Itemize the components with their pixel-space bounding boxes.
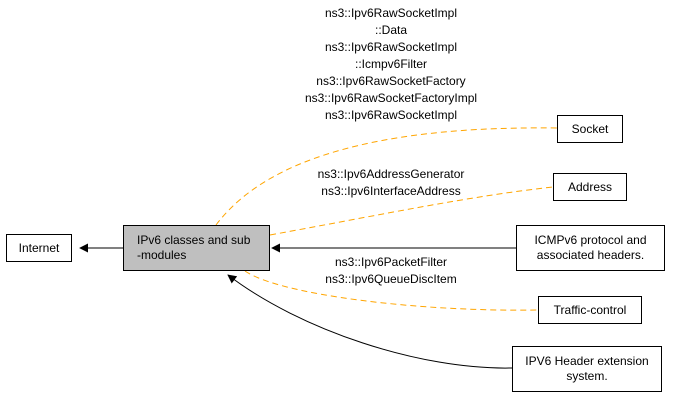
icmpv6-node[interactable]: ICMPv6 protocol and associated headers. bbox=[516, 225, 665, 271]
address-edge-label: ns3::Ipv6AddressGenerator ns3::Ipv6Inter… bbox=[318, 166, 465, 200]
socket-node[interactable]: Socket bbox=[557, 115, 623, 143]
icmpv6-label-line1: ICMPv6 protocol and bbox=[534, 233, 647, 247]
edge-ipv6ext bbox=[227, 274, 513, 369]
ipv6-classes-label-line2: -modules bbox=[137, 248, 187, 262]
address-edge-label-line: ns3::Ipv6InterfaceAddress bbox=[321, 184, 461, 198]
socket-edge-label-line: ns3::Ipv6RawSocketFactory bbox=[316, 74, 466, 88]
socket-edge-label-line: ns3::Ipv6RawSocketFactoryImpl bbox=[304, 91, 478, 105]
socket-edge-label-line: ::Data bbox=[374, 23, 408, 37]
socket-edge-label-line: ns3::Ipv6RawSocketImpl bbox=[324, 40, 458, 54]
edge-address bbox=[269, 186, 554, 236]
socket-edge-label-line: ::Icmpv6Filter bbox=[354, 57, 428, 71]
icmpv6-label-line2: associated headers. bbox=[536, 248, 645, 262]
ipv6-classes-label-line1: IPv6 classes and sub bbox=[137, 233, 251, 247]
socket-edge-label: ns3::Ipv6RawSocketImpl ::Data ns3::Ipv6R… bbox=[305, 5, 477, 124]
ipv6-extension-node[interactable]: IPV6 Header extension system. bbox=[512, 346, 662, 392]
address-node[interactable]: Address bbox=[553, 173, 627, 201]
address-label: Address bbox=[567, 179, 613, 194]
traffic-control-node[interactable]: Traffic-control bbox=[538, 296, 642, 324]
traffic-edge-label: ns3::Ipv6PacketFilter ns3::Ipv6QueueDisc… bbox=[325, 254, 456, 288]
address-edge-label-line: ns3::Ipv6AddressGenerator bbox=[317, 167, 465, 181]
socket-edge-label-line: ns3::Ipv6RawSocketImpl bbox=[324, 6, 458, 20]
ipv6-extension-label-line1: IPV6 Header extension bbox=[525, 354, 649, 368]
edge-traffic bbox=[244, 270, 539, 311]
traffic-edge-label-line: ns3::Ipv6QueueDiscItem bbox=[325, 272, 457, 286]
traffic-edge-label-line: ns3::Ipv6PacketFilter bbox=[334, 255, 448, 269]
edge-socket bbox=[215, 127, 558, 226]
traffic-control-label: Traffic-control bbox=[553, 302, 627, 317]
socket-edge-label-line: ns3::Ipv6RawSocketImpl bbox=[324, 108, 458, 122]
socket-label: Socket bbox=[571, 121, 609, 136]
ipv6-extension-label-line2: system. bbox=[566, 369, 608, 383]
internet-label: Internet bbox=[18, 240, 60, 255]
internet-node[interactable]: Internet bbox=[6, 234, 72, 262]
ipv6-classes-node[interactable]: IPv6 classes and sub -modules bbox=[123, 225, 270, 271]
